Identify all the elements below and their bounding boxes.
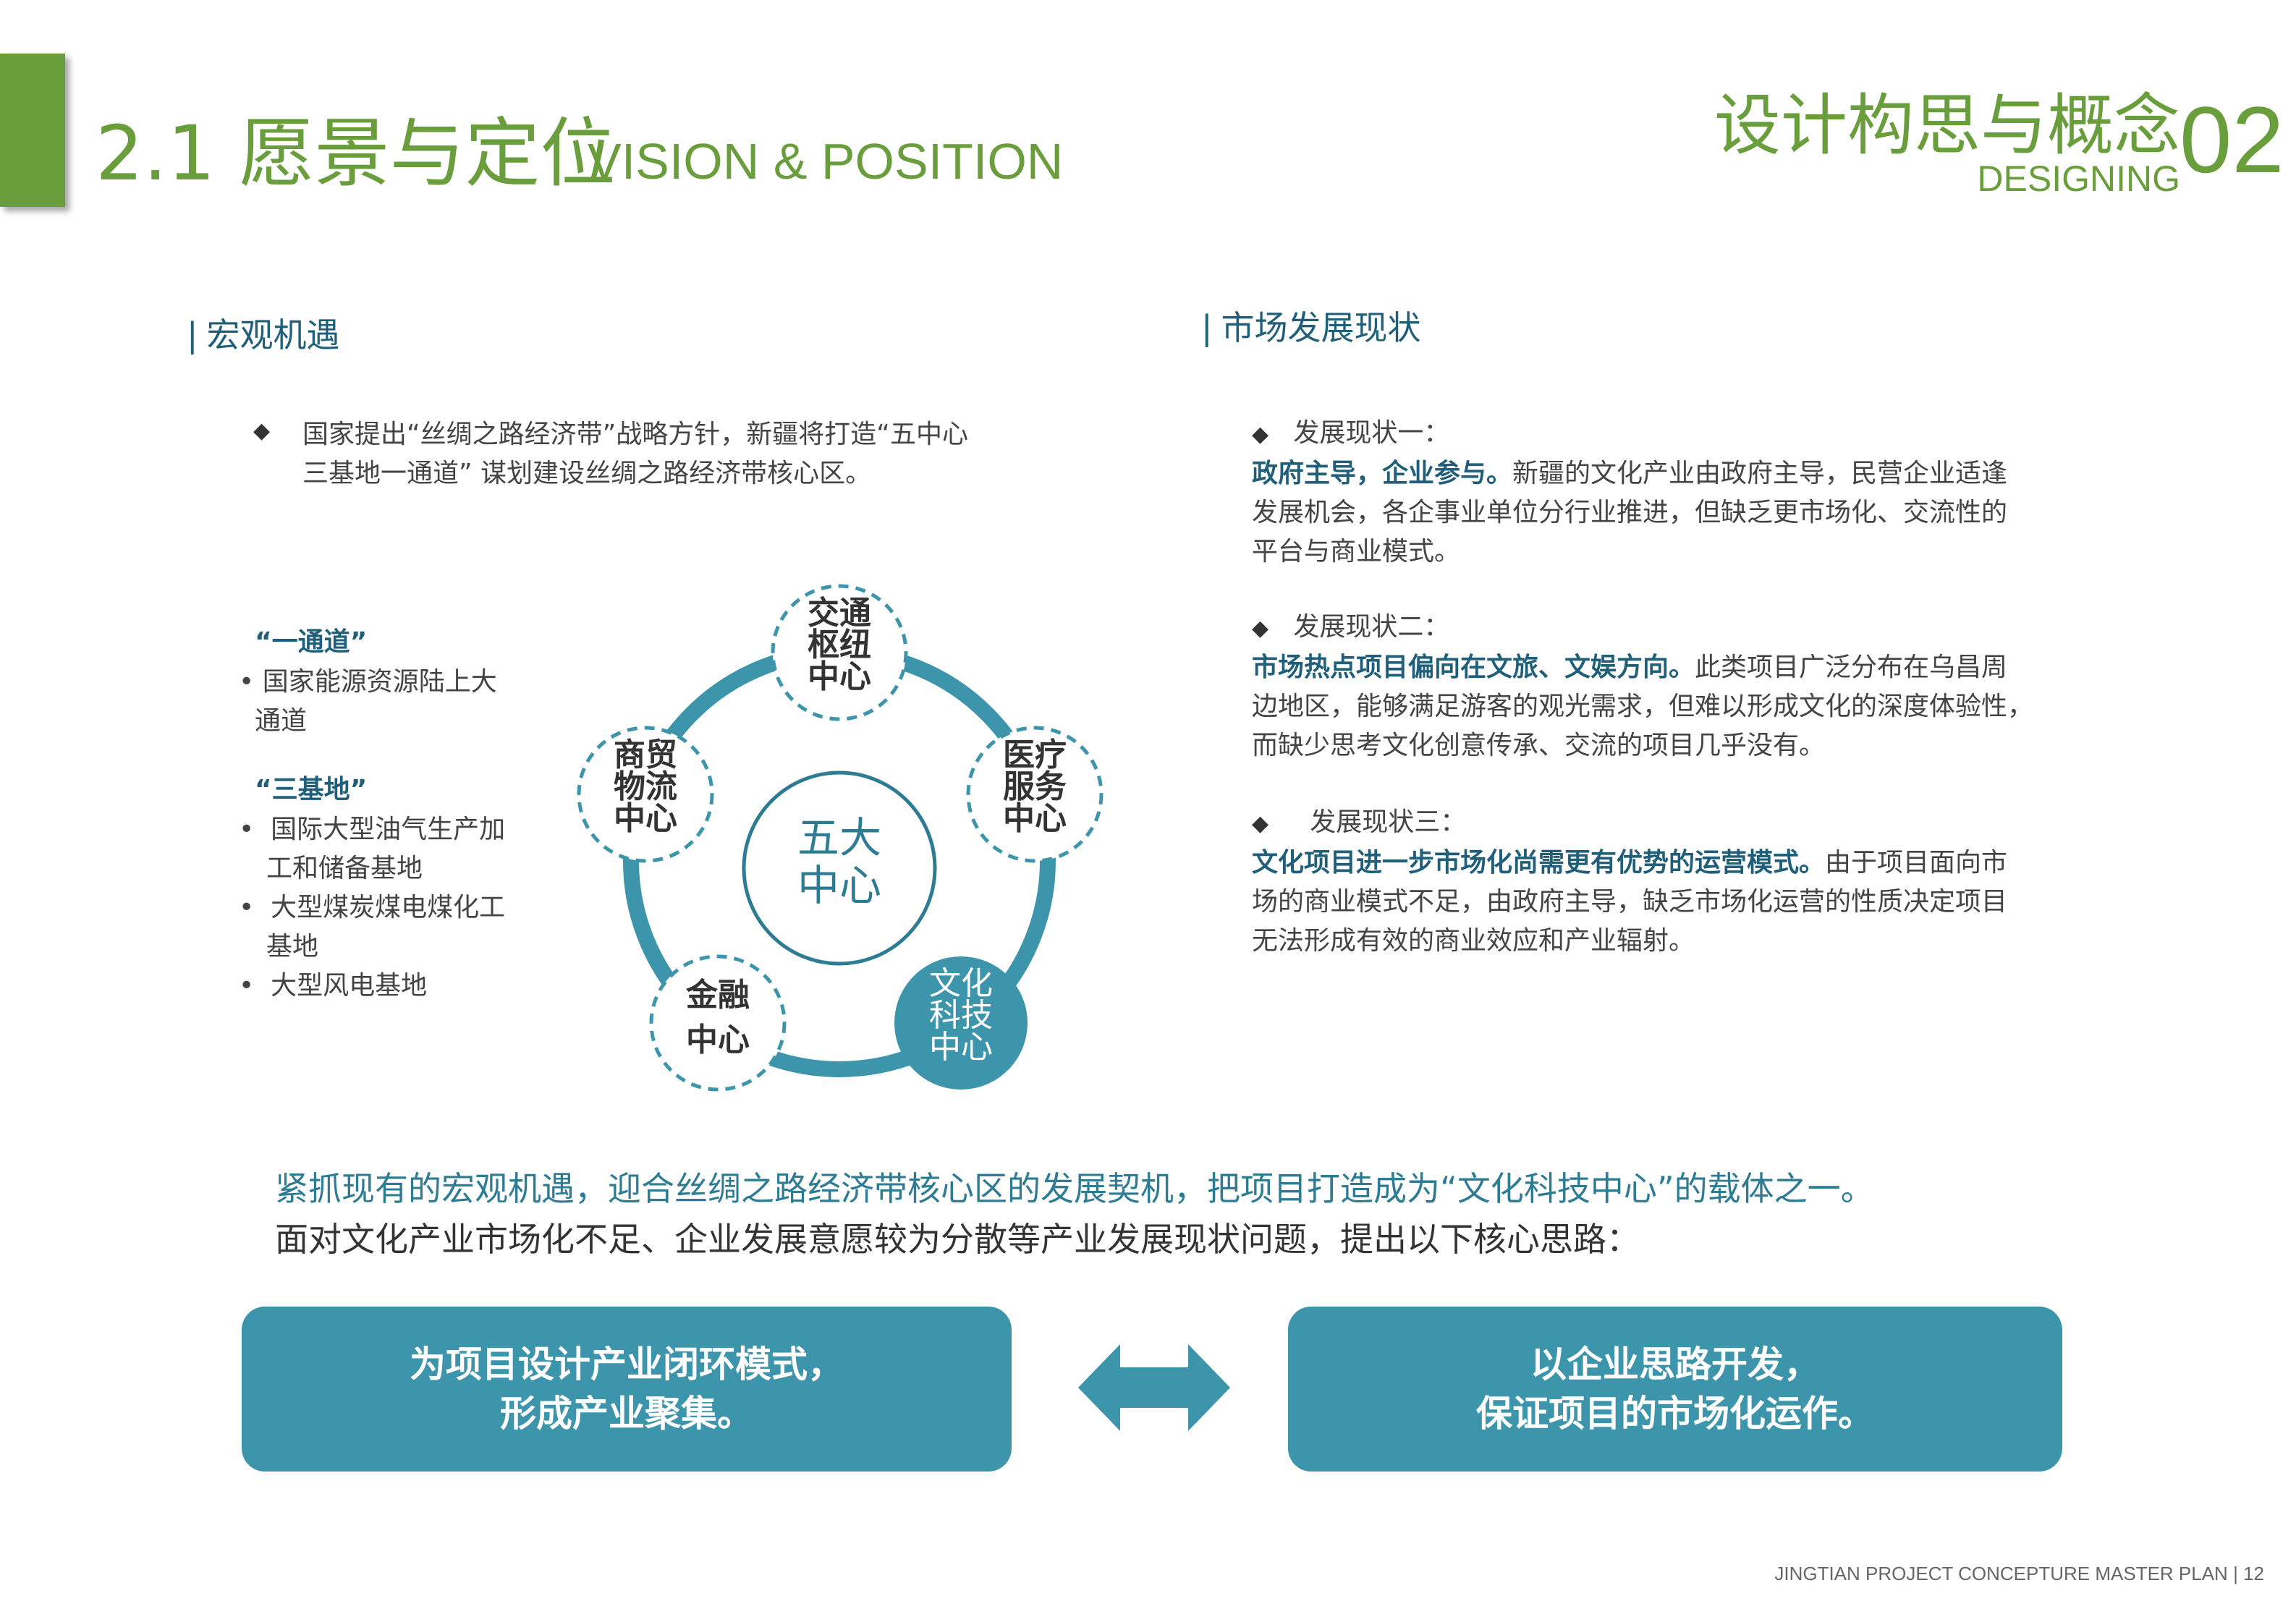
- status-highlight: 政府主导，企业参与。: [1252, 459, 1513, 488]
- box-text: 保证项目的市场化运作。: [1476, 1393, 1874, 1435]
- box-text: 以企业思路开发，: [1530, 1343, 1820, 1385]
- channel-list: • 国家能源资源陆上大 通道: [239, 663, 497, 741]
- strategy-box-right: 以企业思路开发， 保证项目的市场化运作。: [1288, 1307, 2062, 1472]
- status-2: ◆ 发展现状二： 市场热点项目偏向在文旅、文娱方向。此类项目广泛分布在乌昌周 边…: [1252, 608, 2033, 765]
- dot-bullet-icon: •: [239, 815, 271, 844]
- macro-intro-line: 三基地一通道” 谋划建设丝绸之路经济带核心区。: [302, 459, 872, 488]
- market-heading-text: 市场发展现状: [1221, 308, 1421, 347]
- status-text: 由于项目面向市: [1825, 848, 2008, 878]
- center-label: 五大: [797, 813, 881, 862]
- node-label: 文化: [929, 965, 993, 1002]
- page-title-en: VISION & POSITION: [588, 133, 1064, 190]
- diamond-bullet-icon: ◆: [253, 418, 271, 443]
- macro-heading-text: 宏观机遇: [206, 315, 340, 354]
- section-number: 02: [2179, 87, 2284, 192]
- list-item: 大型风电基地: [271, 971, 428, 1001]
- dot-bullet-icon: •: [239, 667, 263, 697]
- footer-text: JINGTIAN PROJECT CONCEPTURE MASTER PLAN: [1774, 1563, 2228, 1584]
- double-arrow-icon: [1078, 1344, 1230, 1431]
- summary-line: 紧抓现有的宏观机遇，迎合丝绸之路经济带核心区的发展契机，把项目打造成为“文化科技…: [275, 1169, 1874, 1208]
- box-text: 为项目设计产业闭环模式，: [410, 1343, 844, 1385]
- status-text: 发展机会，各企事业单位分行业推进，但缺乏更市场化、交流性的: [1252, 498, 2008, 527]
- node-culture-tech: 文化 科技 中心: [894, 956, 1028, 1090]
- macro-intro-line: 国家提出“丝绸之路经济带”战略方针，新疆将打造“五中心: [302, 420, 968, 449]
- list-item: 国家能源资源陆上大: [262, 667, 497, 697]
- market-heading: |市场发展现状: [1201, 311, 1421, 344]
- node-label: 交通: [808, 595, 871, 632]
- footer-separator: |: [2233, 1563, 2238, 1584]
- node-finance: 金融 中心: [649, 954, 787, 1092]
- macro-intro: 国家提出“丝绸之路经济带”战略方针，新疆将打造“五中心 三基地一通道” 谋划建设…: [302, 415, 968, 493]
- header-accent-bar: [0, 54, 65, 207]
- node-label: 中心: [929, 1029, 993, 1066]
- footer: JINGTIAN PROJECT CONCEPTURE MASTER PLAN …: [1774, 1563, 2264, 1585]
- node-label: 服务: [1003, 768, 1067, 805]
- status-highlight: 市场热点项目偏向在文旅、文娱方向。: [1252, 653, 1695, 682]
- node-label: 中心: [614, 800, 677, 837]
- status-text: 而缺少思考文化创意传承、交流的项目几乎没有。: [1252, 731, 1826, 760]
- status-text: 场的商业模式不足，由政府主导，缺乏市场化运营的性质决定项目: [1252, 887, 2008, 917]
- node-label: 中心: [1003, 800, 1067, 837]
- channel-title: “一通道”: [255, 627, 368, 657]
- strategy-box-left: 为项目设计产业闭环模式， 形成产业聚集。: [242, 1307, 1012, 1472]
- page-title: 2.1 愿景与定位: [96, 109, 616, 198]
- center-circle: [742, 770, 937, 966]
- diamond-bullet-icon: ◆: [1252, 811, 1269, 836]
- node-label: 金融: [685, 977, 750, 1014]
- status-3: ◆ 发展现状三： 文化项目进一步市场化尚需更有优势的运营模式。由于项目面向市 场…: [1252, 803, 2007, 961]
- section-title: 设计构思与概念: [1713, 87, 2180, 164]
- node-label: 中心: [686, 1022, 750, 1058]
- list-item: 通道: [255, 706, 308, 736]
- node-label: 中心: [808, 658, 871, 695]
- box-text: 形成产业聚集。: [500, 1393, 753, 1435]
- node-label: 商贸: [614, 736, 677, 773]
- list-item: 大型煤炭煤电煤化工: [271, 893, 506, 922]
- status-1: ◆ 发展现状一： 政府主导，企业参与。新疆的文化产业由政府主导，民营企业适逢 发…: [1252, 414, 2007, 572]
- status-label: 发展现状二：: [1293, 612, 1450, 642]
- status-text: 此类项目广泛分布在乌昌周: [1695, 653, 2008, 682]
- bases-list: • 国际大型油气生产加 工和储备基地 • 大型煤炭煤电煤化工 基地 • 大型风电…: [239, 810, 505, 1006]
- node-trade-logistics: 商贸 物流 中心: [577, 726, 714, 863]
- heading-bar: |: [1201, 308, 1213, 347]
- page-number: 12: [2243, 1563, 2264, 1584]
- node-label: 科技: [929, 997, 993, 1034]
- diamond-bullet-icon: ◆: [1252, 422, 1269, 447]
- node-medical: 医疗 服务 中心: [966, 726, 1103, 863]
- status-text: 新疆的文化产业由政府主导，民营企业适逢: [1512, 459, 2008, 488]
- list-item: 基地: [266, 932, 319, 961]
- center-label: 中心: [797, 861, 881, 910]
- status-highlight: 文化项目进一步市场化尚需更有优势的运营模式。: [1252, 848, 1826, 878]
- list-item: 工和储备基地: [266, 854, 423, 883]
- status-text: 平台与商业模式。: [1252, 537, 1461, 566]
- status-text: 无法形成有效的商业效应和产业辐射。: [1252, 926, 1695, 956]
- heading-bar: |: [187, 315, 198, 354]
- macro-heading: |宏观机遇: [187, 318, 340, 352]
- status-label: 发展现状一：: [1293, 418, 1450, 448]
- section-title-en: DESIGNING: [1977, 158, 2180, 199]
- list-item: 国际大型油气生产加: [271, 815, 506, 844]
- status-text: 边地区，能够满足游客的观光需求，但难以形成文化的深度体验性，: [1252, 692, 2034, 721]
- summary-line: 面对文化产业市场化不足、企业发展意愿较为分散等产业发展现状问题，提出以下核心思路…: [275, 1220, 1640, 1259]
- diamond-bullet-icon: ◆: [1252, 616, 1269, 641]
- dot-bullet-icon: •: [239, 971, 271, 1001]
- bases-title: “三基地”: [255, 775, 368, 804]
- five-centers-diagram: 五大 中心 交通 枢纽 中心 医疗 服务 中心 文化 科技 中心 金融 中心 商…: [577, 584, 1103, 1092]
- node-label: 物流: [614, 768, 677, 805]
- status-label: 发展现状三：: [1310, 807, 1467, 837]
- node-transport: 交通 枢纽 中心: [771, 584, 908, 721]
- node-label: 医疗: [1003, 736, 1067, 773]
- dot-bullet-icon: •: [239, 893, 271, 922]
- node-label: 枢纽: [808, 627, 871, 663]
